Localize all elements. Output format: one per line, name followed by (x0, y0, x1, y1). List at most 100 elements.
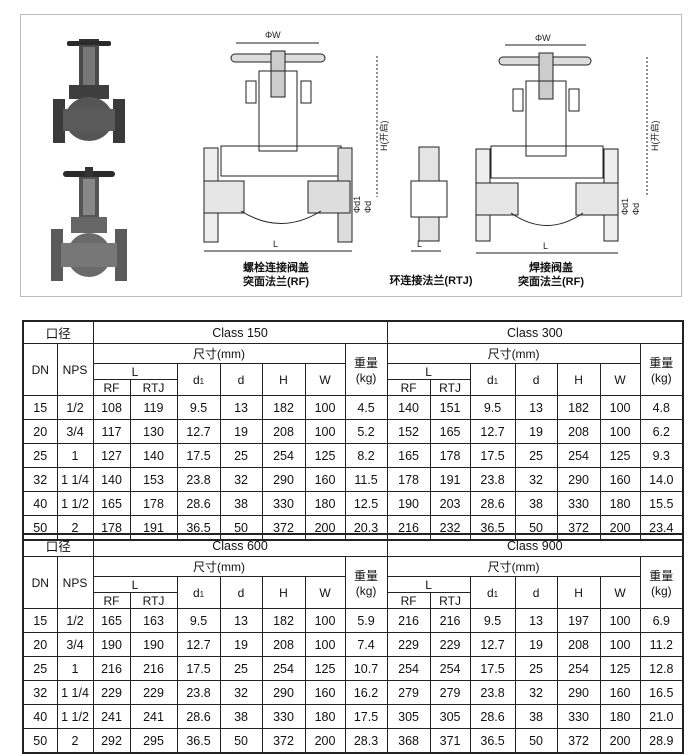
value-cell: 108 (92, 395, 131, 420)
welded-l-label: L (543, 241, 548, 251)
value-cell: 229 (386, 632, 431, 657)
value-cell: 50 (514, 728, 558, 754)
value-cell: 163 (129, 608, 178, 633)
value-cell: 32 (514, 467, 558, 492)
value-cell: 165 (92, 491, 131, 516)
value-cell: 19 (219, 632, 263, 657)
value-cell: 208 (261, 419, 306, 444)
w-header: W (599, 363, 641, 396)
dn-header: DN (22, 343, 58, 396)
nps-cell: 1 1/2 (56, 704, 94, 729)
d1-label: d (192, 585, 200, 600)
value-cell: 165 (429, 419, 471, 444)
value-cell: 180 (599, 491, 641, 516)
value-cell: 100 (304, 419, 346, 444)
value-cell: 200 (304, 728, 346, 754)
dn-header: DN (22, 556, 58, 609)
value-cell: 254 (429, 656, 471, 681)
class-header: Class 900 (386, 533, 684, 557)
weight-header: 重量(kg) (344, 556, 388, 609)
value-cell: 140 (92, 467, 131, 492)
caption-line: 突面法兰(RF) (243, 276, 309, 288)
value-cell: 10.7 (344, 656, 388, 681)
weight-label: 重量 (354, 569, 379, 583)
value-cell: 17.5 (176, 443, 221, 468)
rtj-header: RTJ (129, 379, 178, 396)
value-cell: 13 (219, 395, 263, 420)
value-cell: 25 (219, 656, 263, 681)
weight-label: 重量 (649, 356, 674, 370)
phi-d1-label: Φd1 (352, 196, 362, 213)
weight-unit: (kg) (355, 584, 377, 598)
dn-cell: 50 (22, 728, 58, 754)
value-cell: 12.5 (344, 491, 388, 516)
dn-cell: 15 (22, 608, 58, 633)
value-cell: 32 (219, 467, 263, 492)
value-cell: 216 (129, 656, 178, 681)
rtj-header: RTJ (429, 379, 471, 396)
value-cell: 25 (514, 443, 558, 468)
value-cell: 23.8 (176, 467, 221, 492)
value-cell: 203 (429, 491, 471, 516)
rf-header: RF (386, 379, 431, 396)
value-cell: 208 (556, 419, 601, 444)
value-cell: 36.5 (176, 728, 221, 754)
value-cell: 254 (386, 656, 431, 681)
value-cell: 254 (556, 443, 601, 468)
value-cell: 9.5 (469, 395, 516, 420)
h-header: H (556, 576, 601, 609)
value-cell: 100 (599, 608, 641, 633)
valve-dimension-drawings: ΦW L H(开启) Φd1 Φd L ΦW L H(开启) Φ (203, 30, 660, 254)
value-cell: 216 (429, 608, 471, 633)
value-cell: 119 (129, 395, 178, 420)
nps-cell: 1 (56, 443, 94, 468)
value-cell: 160 (304, 680, 346, 705)
value-cell: 38 (514, 704, 558, 729)
value-cell: 305 (429, 704, 471, 729)
value-cell: 12.7 (469, 419, 516, 444)
value-cell: 11.5 (344, 467, 388, 492)
d1-subscript: 1 (199, 589, 205, 599)
value-cell: 180 (599, 704, 641, 729)
value-cell: 290 (261, 680, 306, 705)
caption-line: 螺栓连接阀盖 (243, 262, 309, 274)
d1-subscript: 1 (493, 376, 499, 386)
value-cell: 11.2 (639, 632, 684, 657)
nps-cell: 1/2 (56, 395, 94, 420)
d1-header: d1 (469, 576, 516, 609)
welded-phi-d1-label: Φd1 (620, 198, 630, 215)
value-cell: 290 (556, 467, 601, 492)
value-cell: 100 (304, 395, 346, 420)
class-header: Class 600 (92, 533, 388, 557)
l-header: L (92, 363, 178, 380)
d-header: d (219, 576, 263, 609)
value-cell: 38 (514, 491, 558, 516)
bolted-bonnet-drawing (203, 42, 378, 252)
value-cell: 191 (429, 467, 471, 492)
phi-w-label: ΦW (265, 30, 281, 40)
product-illustration-panel: ΦW L H(开启) Φd1 Φd L ΦW L H(开启) Φ (20, 14, 682, 297)
value-cell: 127 (92, 443, 131, 468)
phi-d-label: Φd (363, 201, 373, 213)
h-header: H (261, 576, 306, 609)
value-cell: 208 (556, 632, 601, 657)
value-cell: 13 (219, 608, 263, 633)
value-cell: 36.5 (469, 728, 516, 754)
h-open-label: H(开启) (378, 121, 389, 152)
value-cell: 372 (261, 728, 306, 754)
value-cell: 28.3 (344, 728, 388, 754)
value-cell: 152 (386, 419, 431, 444)
value-cell: 295 (129, 728, 178, 754)
l-label: L (273, 239, 278, 249)
value-cell: 17.5 (176, 656, 221, 681)
value-cell: 28.6 (176, 491, 221, 516)
d1-label: d (192, 372, 200, 387)
value-cell: 229 (92, 680, 131, 705)
